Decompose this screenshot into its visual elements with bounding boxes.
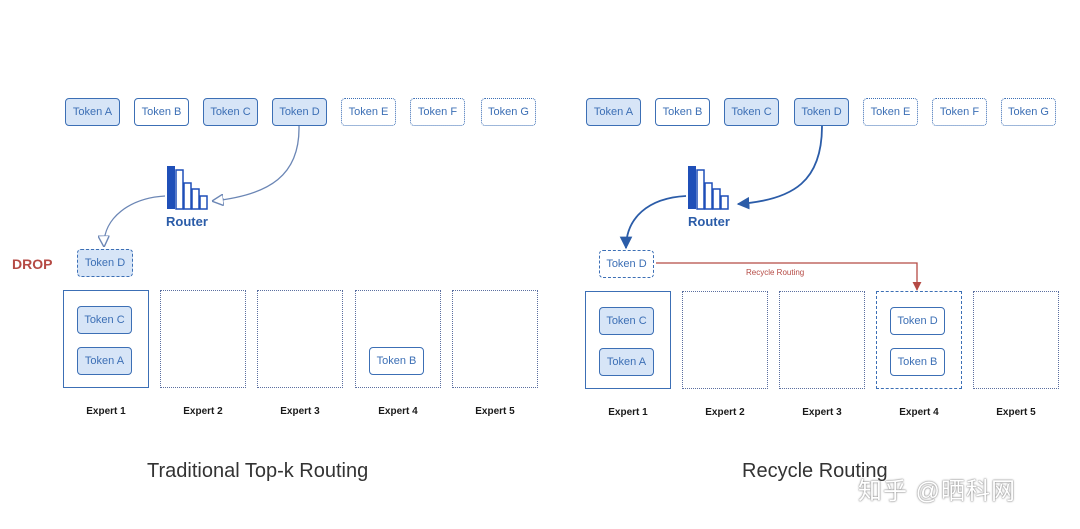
- left-expert-4: Token B: [355, 290, 441, 388]
- left-arrow-to-drop: [104, 195, 166, 246]
- right-token-f: Token F: [932, 98, 987, 126]
- left-expert-4-label: Expert 4: [378, 406, 418, 417]
- right-router-label: Router: [688, 214, 730, 229]
- right-token-a: Token A: [586, 98, 641, 126]
- left-token-c: Token C: [203, 98, 258, 126]
- left-caption: Traditional Top-k Routing: [147, 460, 369, 482]
- right-expert-4-label: Expert 4: [899, 407, 939, 418]
- left-token-d: Token D: [272, 98, 327, 126]
- right-token-d: Token D: [794, 98, 849, 126]
- left-expert-3: [257, 290, 343, 388]
- left-expert-2: [160, 290, 246, 388]
- right-token-b: Token B: [655, 98, 710, 126]
- left-router-label: Router: [166, 214, 208, 229]
- left-expert-1-token-a: Token A: [77, 347, 132, 375]
- left-expert-1-label: Expert 1: [86, 406, 126, 417]
- recycle-routing-arrow: [656, 262, 922, 291]
- left-token-f: Token F: [410, 98, 465, 126]
- right-caption: Recycle Routing: [742, 460, 888, 482]
- left-expert-1: Token C Token A: [63, 290, 149, 388]
- left-arrow-to-router: [213, 125, 300, 201]
- left-dropped-token: Token D: [77, 249, 133, 277]
- right-router-icon: [688, 166, 729, 210]
- right-token-g: Token G: [1001, 98, 1056, 126]
- left-expert-5: [452, 290, 538, 388]
- right-recycled-token: Token D: [599, 250, 654, 278]
- right-expert-4: Token D Token B: [876, 291, 962, 389]
- left-expert-3-label: Expert 3: [280, 406, 320, 417]
- right-expert-5: [973, 291, 1059, 389]
- right-expert-1: Token C Token A: [585, 291, 671, 389]
- left-token-a: Token A: [65, 98, 120, 126]
- recycle-routing-label: Recycle Routing: [746, 268, 805, 277]
- left-token-b: Token B: [134, 98, 189, 126]
- right-arrow-to-token: [619, 195, 687, 250]
- right-expert-1-token-a: Token A: [599, 348, 654, 376]
- drop-label: DROP: [12, 256, 53, 272]
- left-token-g: Token G: [481, 98, 536, 126]
- right-expert-1-token-c: Token C: [599, 307, 654, 335]
- left-expert-5-label: Expert 5: [475, 406, 515, 417]
- right-arrow-to-router: [736, 125, 823, 210]
- left-expert-1-token-c: Token C: [77, 306, 132, 334]
- left-expert-2-label: Expert 2: [183, 406, 223, 417]
- left-expert-4-token-b: Token B: [369, 347, 424, 375]
- right-expert-4-token-b: Token B: [890, 348, 945, 376]
- right-expert-2: [682, 291, 768, 389]
- right-token-e: Token E: [863, 98, 918, 126]
- watermark: 知乎 @晒科网: [858, 478, 1017, 505]
- right-expert-4-token-d: Token D: [890, 307, 945, 335]
- left-router-icon: [167, 166, 208, 210]
- right-expert-2-label: Expert 2: [705, 407, 745, 418]
- right-expert-3: [779, 291, 865, 389]
- right-expert-1-label: Expert 1: [608, 407, 648, 418]
- right-token-c: Token C: [724, 98, 779, 126]
- right-expert-3-label: Expert 3: [802, 407, 842, 418]
- left-token-e: Token E: [341, 98, 396, 126]
- right-expert-5-label: Expert 5: [996, 407, 1036, 418]
